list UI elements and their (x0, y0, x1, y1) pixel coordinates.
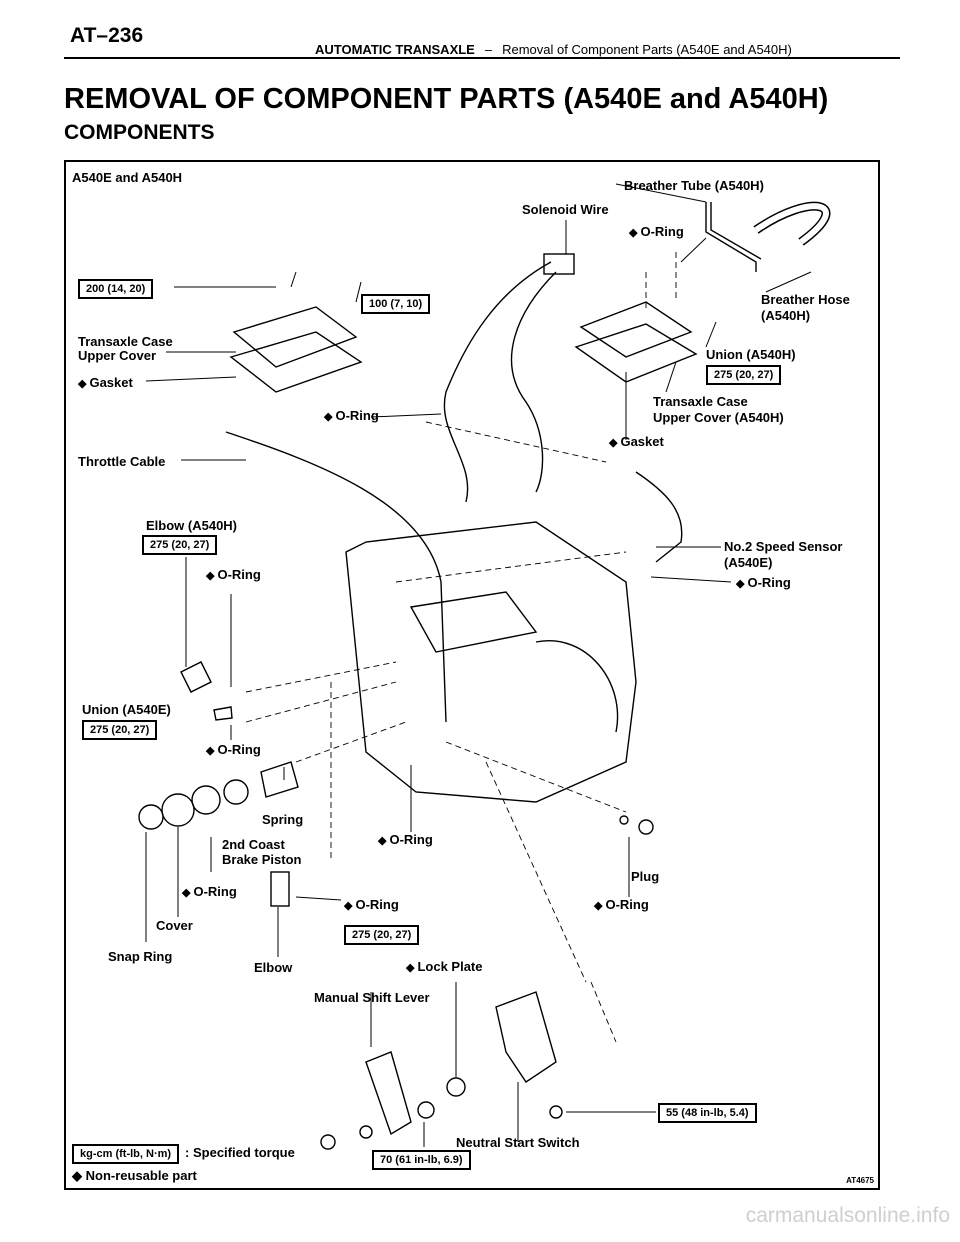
label-speed-sensor-2: (A540E) (724, 555, 773, 570)
label-oring-elbow: ◆O-Ring (206, 567, 261, 582)
label-oring-piston: ◆O-Ring (182, 884, 237, 899)
diamond-icon: ◆ (72, 1168, 82, 1183)
label-gasket-right: ◆Gasket (609, 434, 664, 449)
diagram-heading: A540E and A540H (72, 170, 183, 185)
legend-specified-torque: kg-cm (ft-lb, N·m) : Specified torque (72, 1144, 295, 1164)
label-upper-cover-right-1: Transaxle Case (653, 394, 748, 409)
legend-unit-text: : Specified torque (185, 1145, 295, 1160)
components-diagram: A540E and A540H Breather Tube (A540H) So… (64, 160, 880, 1190)
header-separator: – (484, 42, 493, 57)
label-cover: Cover (156, 918, 193, 933)
diamond-icon: ◆ (378, 835, 387, 847)
label-union-a540h: Union (A540H) (706, 347, 796, 362)
legend-nonreusable-text: Non-reusable part (85, 1168, 197, 1183)
diamond-icon: ◆ (78, 378, 87, 390)
label-oring-mid: ◆O-Ring (324, 408, 379, 423)
label-oring-center: ◆O-Ring (378, 832, 433, 847)
header-text: AUTOMATIC TRANSAXLE–Removal of Component… (315, 42, 792, 57)
diamond-icon: ◆ (324, 411, 333, 423)
page-title: REMOVAL OF COMPONENT PARTS (A540E and A5… (64, 83, 829, 115)
watermark: carmanualsonline.info (745, 1204, 950, 1227)
label-breather-hose-1: Breather Hose (761, 292, 850, 307)
diamond-icon: ◆ (594, 900, 603, 912)
torque-box-275-lower: 275 (20, 27) (344, 925, 420, 945)
diamond-icon: ◆ (406, 962, 415, 974)
diagram-illustration (138, 183, 831, 1150)
diamond-icon: ◆ (609, 437, 618, 449)
label-plug: Plug (631, 869, 660, 884)
label-oring-union: ◆O-Ring (206, 742, 261, 757)
legend-nonreusable: ◆ Non-reusable part (72, 1168, 197, 1184)
label-breather-hose-2: (A540H) (761, 308, 811, 323)
torque-box-200: 200 (14, 20) (78, 279, 154, 299)
label-breather-tube: Breather Tube (A540H) (624, 178, 764, 193)
torque-box-70: 70 (61 in-lb, 6.9) (372, 1150, 471, 1170)
label-spring: Spring (262, 812, 304, 827)
label-oring-top: ◆O-Ring (629, 224, 684, 239)
torque-box-275-union-a540h: 275 (20, 27) (706, 365, 782, 385)
label-gasket-left: ◆Gasket (78, 375, 133, 390)
label-upper-cover-left-1: Transaxle Case (78, 334, 173, 349)
legend-unit-box: kg-cm (ft-lb, N·m) (72, 1144, 180, 1164)
torque-box-275-elbow-a540h: 275 (20, 27) (142, 535, 218, 555)
figure-code: AT4675 (846, 1176, 874, 1185)
label-oring-plug: ◆O-Ring (594, 897, 649, 912)
label-union-a540e: Union (A540E) (82, 702, 171, 717)
label-manual-shift-lever: Manual Shift Lever (314, 990, 430, 1005)
label-lock-plate: ◆Lock Plate (406, 959, 483, 974)
diamond-icon: ◆ (182, 887, 191, 899)
label-snap-ring: Snap Ring (108, 949, 173, 964)
header-section: AUTOMATIC TRANSAXLE (315, 42, 475, 57)
label-elbow: Elbow (254, 960, 293, 975)
label-neutral-start-switch: Neutral Start Switch (456, 1135, 580, 1150)
label-piston-2: Brake Piston (222, 852, 302, 867)
torque-box-275-union-a540e: 275 (20, 27) (82, 720, 158, 740)
page-subtitle: COMPONENTS (64, 121, 215, 144)
label-elbow-a540h: Elbow (A540H) (146, 518, 238, 533)
label-oring-sensor: ◆O-Ring (736, 575, 791, 590)
diamond-icon: ◆ (629, 227, 638, 239)
diamond-icon: ◆ (206, 570, 215, 582)
label-upper-cover-left-2: Upper Cover (78, 348, 157, 363)
label-piston-1: 2nd Coast (222, 837, 285, 852)
torque-box-55: 55 (48 in-lb, 5.4) (658, 1103, 757, 1123)
diamond-icon: ◆ (206, 745, 215, 757)
diamond-icon: ◆ (344, 900, 353, 912)
label-throttle-cable: Throttle Cable (78, 454, 166, 469)
label-upper-cover-right-2: Upper Cover (A540H) (653, 410, 784, 425)
torque-box-100: 100 (7, 10) (361, 294, 431, 314)
label-solenoid-wire: Solenoid Wire (522, 202, 609, 217)
page-number: AT–236 (70, 24, 144, 47)
label-speed-sensor-1: No.2 Speed Sensor (724, 539, 843, 554)
header-rule (64, 57, 900, 59)
label-oring-lower: ◆O-Ring (344, 897, 399, 912)
diamond-icon: ◆ (736, 578, 745, 590)
header-subsection: Removal of Component Parts (A540E and A5… (502, 42, 792, 57)
